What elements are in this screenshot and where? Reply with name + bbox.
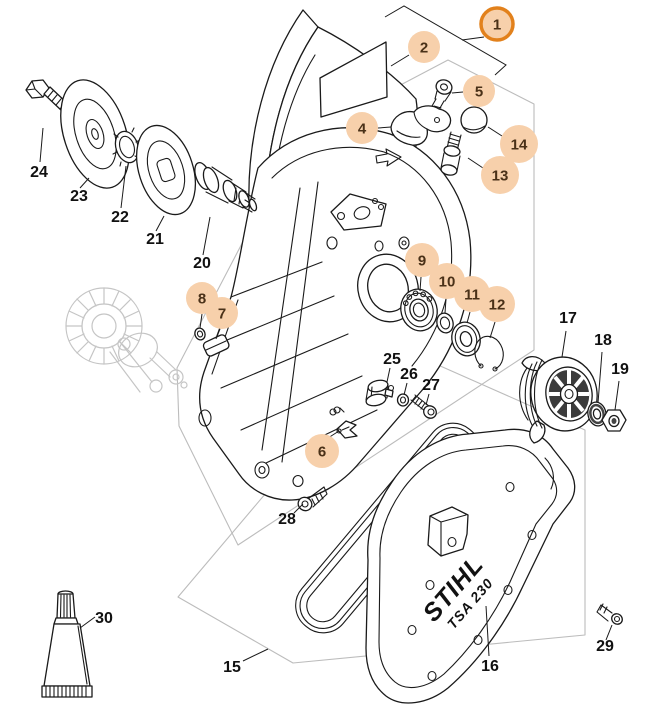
part-9-ball-bearing-drawing [400, 288, 438, 332]
label-24[interactable]: 24 [30, 164, 48, 181]
label-17[interactable]: 17 [559, 310, 577, 327]
label-27-number: 27 [422, 377, 440, 394]
label-27[interactable]: 27 [422, 377, 440, 394]
part-27-screw-drawing [410, 394, 437, 419]
callout-6-number: 6 [318, 444, 326, 461]
callout-4-number: 4 [358, 121, 367, 138]
callout-14[interactable]: 14 [500, 125, 538, 163]
part-6-spring-clip-drawing [329, 406, 358, 439]
label-15[interactable]: 15 [223, 659, 241, 676]
label-18[interactable]: 18 [594, 332, 612, 349]
part-29-screw-drawing [596, 603, 623, 625]
part-13-plug-drawing [440, 131, 462, 176]
callout-5-number: 5 [475, 84, 483, 101]
label-16[interactable]: 16 [481, 658, 499, 675]
part-11-bearing-drawing [451, 321, 481, 357]
part-8-nut-drawing [194, 327, 206, 341]
label-30[interactable]: 30 [95, 610, 113, 627]
part-10-washer-drawing [436, 312, 454, 334]
callout-11-number: 11 [464, 287, 480, 304]
callout-13-number: 13 [492, 168, 509, 185]
part-23-washer-drawing [60, 79, 130, 189]
callout-2-number: 2 [420, 40, 428, 57]
part-21-thrust-washer-drawing [135, 124, 197, 216]
callout-7[interactable]: 7 [206, 297, 238, 329]
callout-1[interactable]: 1 [479, 6, 515, 42]
part-14-cap-drawing [460, 106, 488, 134]
label-22[interactable]: 22 [111, 209, 129, 226]
label-24-number: 24 [30, 164, 48, 181]
callout-2[interactable]: 2 [408, 31, 440, 63]
label-20[interactable]: 20 [193, 255, 211, 272]
callout-13[interactable]: 13 [481, 156, 519, 194]
part-7-key-drawing [202, 334, 230, 357]
ghost-motor-reference [65, 287, 188, 393]
part-4-bracket-drawing [390, 105, 452, 146]
label-29[interactable]: 29 [596, 638, 614, 655]
label-23[interactable]: 23 [70, 188, 88, 205]
callout-1-number: 1 [493, 17, 501, 34]
label-26[interactable]: 26 [400, 366, 418, 383]
label-16-number: 16 [481, 658, 499, 675]
part-28-screw-drawing [297, 486, 328, 512]
gear-housing-drawing [198, 127, 472, 501]
callout-14-number: 14 [511, 137, 528, 154]
callout-4[interactable]: 4 [346, 112, 378, 144]
label-15-number: 15 [223, 659, 241, 676]
guard-sticker [319, 41, 388, 118]
part-30-tube-drawing [41, 590, 93, 698]
label-23-number: 23 [70, 188, 88, 205]
callout-12[interactable]: 12 [479, 286, 515, 322]
label-20-number: 20 [193, 255, 211, 272]
label-22-number: 22 [111, 209, 129, 226]
callout-6[interactable]: 6 [305, 434, 339, 468]
label-25-number: 25 [383, 351, 401, 368]
callout-5[interactable]: 5 [463, 75, 495, 107]
label-25[interactable]: 25 [383, 351, 401, 368]
label-29-number: 29 [596, 638, 614, 655]
part-26-nut-drawing [396, 393, 410, 407]
callout-9-number: 9 [418, 253, 426, 270]
part-16-cover-drawing: STIHL TSA 230 [365, 428, 576, 704]
leader-lines [39, 36, 620, 662]
label-21[interactable]: 21 [146, 231, 164, 248]
label-28[interactable]: 28 [278, 511, 296, 528]
label-19-number: 19 [611, 361, 629, 378]
label-21-number: 21 [146, 231, 164, 248]
part-25-clamp-drawing [365, 379, 395, 407]
label-19[interactable]: 19 [611, 361, 629, 378]
part-17-pulley-drawing [519, 355, 598, 444]
assembly-1-bracket-line [384, 5, 507, 76]
label-30-number: 30 [95, 610, 113, 627]
callout-12-number: 12 [489, 297, 506, 314]
direction-arrow-marking [375, 148, 402, 167]
part-19-nut-drawing [601, 409, 627, 432]
callout-9[interactable]: 9 [405, 243, 439, 277]
label-26-number: 26 [400, 366, 418, 383]
label-28-number: 28 [278, 511, 296, 528]
part-20-spindle-drawing [194, 161, 258, 213]
label-18-number: 18 [594, 332, 612, 349]
callout-10-number: 10 [439, 274, 456, 291]
callout-7-number: 7 [218, 306, 226, 323]
callout-8-number: 8 [198, 291, 206, 308]
label-17-number: 17 [559, 310, 577, 327]
